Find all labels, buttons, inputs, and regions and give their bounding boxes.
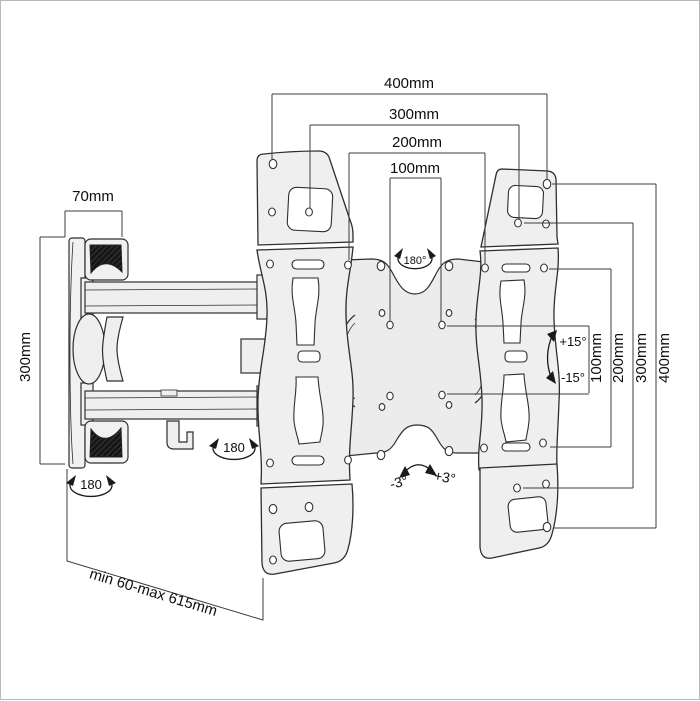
angle-wall-swivel: 180 (80, 477, 102, 492)
right-rail-top-cutout (506, 184, 545, 220)
angle-plate-rotation: 180° (404, 255, 427, 267)
angle-tilt-up: +15° (559, 334, 586, 349)
angle-level-right: +3° (433, 467, 457, 487)
dim-400mm-right: 400mm (656, 333, 673, 383)
wall-bracket (68, 237, 129, 469)
left-rail-mid (256, 246, 354, 485)
dim-line-extension (66, 469, 264, 621)
cable-hook (166, 420, 194, 450)
dim-line-100-right (447, 325, 590, 395)
dim-300mm-top: 300mm (389, 106, 439, 123)
dimension-lines (39, 93, 657, 621)
vesa-plate-body (345, 258, 485, 457)
dim-100mm-right: 100mm (588, 333, 605, 383)
angle-level-left: -3° (388, 472, 409, 492)
dim-line-300-left (39, 236, 65, 465)
dim-line-200-right (549, 268, 612, 448)
wall-swivel-arrow-icon (69, 478, 113, 498)
right-vesa-rail (475, 168, 561, 559)
wall-pad-top-mesh (89, 244, 123, 275)
angle-annotations (66, 248, 557, 498)
dim-100mm-top: 100mm (390, 160, 440, 177)
wall-pad-bottom-mesh (89, 426, 123, 458)
left-rail-lower-cutout (293, 376, 324, 445)
vesa-plate-holes (376, 260, 454, 461)
right-rail-holes (480, 178, 552, 533)
arm-swivel-arrow-icon (212, 441, 256, 461)
arm-upper-bar (84, 281, 262, 314)
dim-70mm: 70mm (72, 188, 114, 205)
dim-line-100-top (389, 177, 442, 321)
left-rail-holes (266, 158, 352, 565)
dim-line-400-top (271, 93, 548, 180)
dim-400mm-top: 400mm (384, 75, 434, 92)
dim-300mm-left: 300mm (17, 332, 34, 382)
right-rail-upper-cutout (499, 279, 526, 344)
dim-200mm-right: 200mm (610, 333, 627, 383)
plate-rotation-arrow-icon (397, 252, 433, 270)
left-rail-bottom-cutout (278, 520, 326, 562)
left-rail-upper-cutout (291, 277, 320, 346)
arm-joint-strip (101, 316, 124, 382)
angle-tilt-down: -15° (561, 370, 585, 385)
angle-arm-swivel: 180 (223, 440, 245, 455)
dim-line-300-right (523, 222, 634, 489)
dim-200mm-top: 200mm (392, 134, 442, 151)
dim-line-300-top (309, 124, 520, 219)
right-rail-lower-cutout (500, 373, 530, 443)
arm-joint-lens (72, 313, 106, 385)
left-vesa-rail (256, 150, 354, 575)
right-rail-bottom-cutout (507, 496, 549, 533)
dim-line-400-right (552, 183, 657, 529)
dim-line-200-top (348, 152, 486, 264)
dim-300mm-right: 300mm (633, 333, 650, 383)
vesa-plate (336, 258, 492, 457)
dim-line-70 (64, 210, 123, 237)
dim-extension-range: min 60-max 615mm (87, 565, 219, 620)
